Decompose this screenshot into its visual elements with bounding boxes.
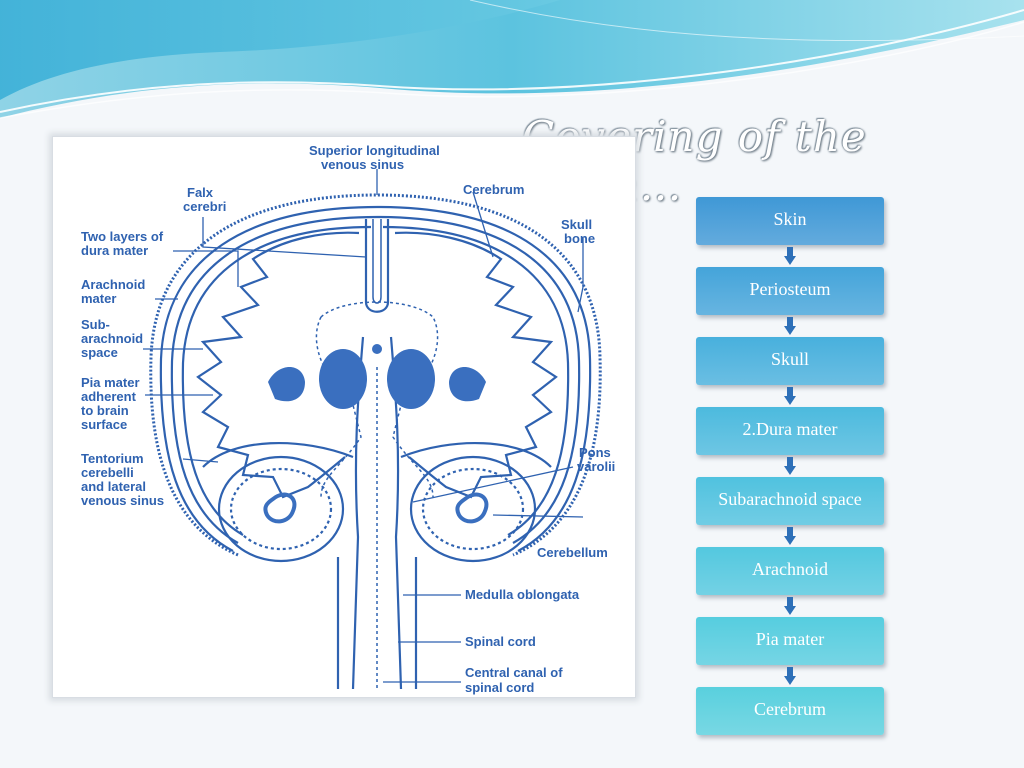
flow-arrow-icon <box>784 387 796 405</box>
thalamus-left <box>319 349 367 409</box>
flow-arrow-icon <box>784 667 796 685</box>
cerebrum-left-gyri <box>196 231 360 499</box>
layer-skin: Skin <box>696 197 884 265</box>
flow-arrow-icon <box>784 527 796 545</box>
layer-subarachnoid-space: Subarachnoid space <box>696 477 884 545</box>
layer-arachnoid: Arachnoid <box>696 547 884 615</box>
svg-text:dura mater: dura mater <box>81 243 148 258</box>
label-cerebrum: Cerebrum <box>463 182 524 197</box>
flow-arrow-icon <box>784 247 796 265</box>
label-spinal-cord: Spinal cord <box>465 634 536 649</box>
layer-periosteum: Periosteum <box>696 267 884 335</box>
layer-skull: Skull <box>696 337 884 405</box>
svg-text:venous sinus: venous sinus <box>81 493 164 508</box>
svg-text:adherent: adherent <box>81 389 137 404</box>
label-subarachnoid-space: Sub- <box>81 317 110 332</box>
svg-text:bone: bone <box>564 231 595 246</box>
svg-text:arachnoid: arachnoid <box>81 331 143 346</box>
layer-cerebrum: Cerebrum <box>696 687 884 735</box>
svg-text:surface: surface <box>81 417 127 432</box>
svg-text:varolii: varolii <box>577 459 615 474</box>
arachnoid-mater <box>181 225 372 536</box>
flow-arrow-icon <box>784 597 796 615</box>
label-pons: Pons <box>579 445 611 460</box>
label-arachnoid-mater: Arachnoid <box>81 277 145 292</box>
layer-pia-mater: Pia mater <box>696 617 884 685</box>
label-central-canal: Central canal of <box>465 665 563 680</box>
skull-bone-outline <box>149 193 602 557</box>
svg-text:and lateral: and lateral <box>81 479 146 494</box>
brain-section-illustration: Superior longitudinal venous sinus Falx … <box>81 143 615 695</box>
label-skull-bone: Skull <box>561 217 592 232</box>
coverings-flow: Skin Periosteum Skull 2.Dura mater Subar… <box>696 197 884 735</box>
dura-mater-outer <box>159 205 592 552</box>
svg-text:mater: mater <box>81 291 116 306</box>
svg-text:space: space <box>81 345 118 360</box>
cerebrum-right-gyri <box>394 231 558 499</box>
label-falx-cerebri: Falx <box>187 185 214 200</box>
thalamus-right <box>387 349 435 409</box>
header-wave-decoration <box>0 0 1024 119</box>
cerebellum-nucleus-left <box>263 492 297 524</box>
svg-text:cerebelli: cerebelli <box>81 465 134 480</box>
dura-mater-inner <box>170 215 581 544</box>
flow-arrow-icon <box>784 457 796 475</box>
brain-coverings-diagram: Superior longitudinal venous sinus Falx … <box>52 136 636 698</box>
cerebellum-right <box>409 455 537 563</box>
svg-text:venous sinus: venous sinus <box>321 157 404 172</box>
svg-text:to brain: to brain <box>81 403 129 418</box>
label-dura-mater: Two layers of <box>81 229 164 244</box>
label-superior-sinus: Superior longitudinal <box>309 143 440 158</box>
falx-cerebri <box>364 219 390 313</box>
tentorium-cerebelli <box>202 441 354 468</box>
svg-text:spinal cord: spinal cord <box>465 680 534 695</box>
flow-arrow-icon <box>784 317 796 335</box>
basal-nucleus-right <box>449 367 486 402</box>
layer-dura-mater: 2.Dura mater <box>696 407 884 475</box>
label-tentorium: Tentorium <box>81 451 144 466</box>
label-medulla: Medulla oblongata <box>465 587 580 602</box>
cerebellum-nucleus-right <box>455 492 489 524</box>
basal-nucleus-left <box>268 367 305 402</box>
label-cerebellum: Cerebellum <box>537 545 608 560</box>
cerebellum-left <box>217 455 345 563</box>
svg-text:cerebri: cerebri <box>183 199 226 214</box>
label-pia-mater: Pia mater <box>81 375 140 390</box>
